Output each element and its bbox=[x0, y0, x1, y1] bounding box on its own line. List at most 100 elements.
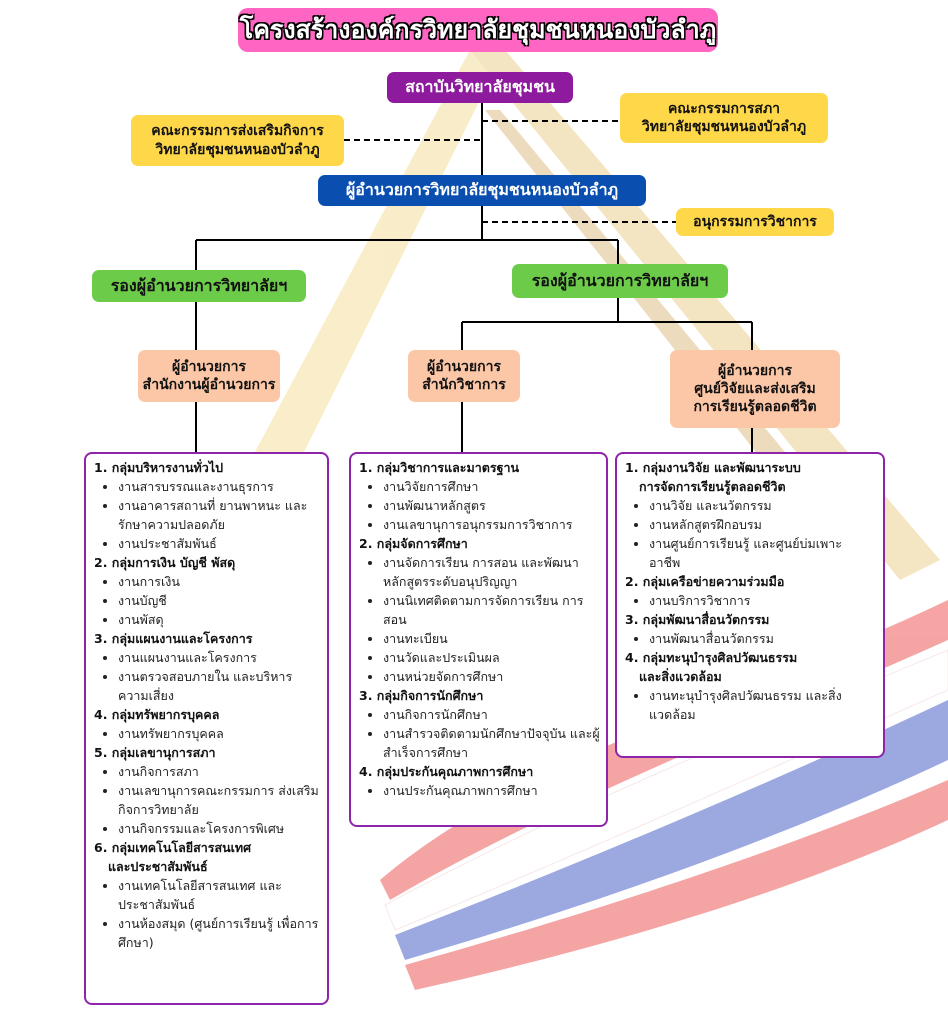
promotion-committee-line2: วิทยาลัยชุมชนหนองบัวลำภู bbox=[155, 141, 320, 158]
unit-item: งานนิเทศติดตามการจัดการเรียน การสอน bbox=[383, 591, 600, 629]
unit-item-list: งานกิจการสภางานเลขานุการคณะกรรมการ ส่งเส… bbox=[94, 762, 321, 838]
office-line2: สำนักวิชาการ bbox=[422, 377, 506, 393]
unit-group-title: 3. กลุ่มพัฒนาสื่อนวัตกรรม bbox=[625, 612, 770, 627]
academic-subcommittee-box: อนุกรรมการวิชาการ bbox=[676, 208, 834, 236]
unit-item-list: งานวิจัยการศึกษางานพัฒนาหลักสูตรงานเลขาน… bbox=[359, 477, 600, 534]
unit-item-list: งานประกันคุณภาพการศึกษา bbox=[359, 781, 600, 800]
unit-item: งานตรวจสอบภายใน และบริหารความเสี่ยง bbox=[118, 667, 321, 705]
unit-group-heading: 2. กลุ่มเครือข่ายความร่วมมือ bbox=[625, 572, 877, 591]
unit-group-title: 3. กลุ่มกิจการนักศึกษา bbox=[359, 688, 484, 703]
unit-item: งานกิจการนักศึกษา bbox=[383, 705, 600, 724]
unit-item-list: งานวิจัย และนวัตกรรมงานหลักสูตรฝึกอบรมงา… bbox=[625, 496, 877, 572]
academic-office-box: ผู้อำนวยการ สำนักวิชาการ bbox=[408, 350, 520, 402]
unit-item: งานบัญชี bbox=[118, 591, 321, 610]
council-committee-line2: วิทยาลัยชุมชนหนองบัวลำภู bbox=[641, 119, 807, 135]
unit-item: งานเลขานุการอนุกรรมการวิชาการ bbox=[383, 515, 600, 534]
unit-item-list: งานการเงินงานบัญชีงานพัสดุ bbox=[94, 572, 321, 629]
office-director-box: ผู้อำนวยการ สำนักงานผู้อำนวยการ bbox=[138, 350, 280, 402]
unit-item: งานกิจกรรมและโครงการพิเศษ bbox=[118, 819, 321, 838]
council-committee-box: คณะกรรมการสภา วิทยาลัยชุมชนหนองบัวลำภู bbox=[620, 93, 828, 143]
unit-group-title: 4. กลุ่มทรัพยากรบุคคล bbox=[94, 707, 220, 722]
unit-item: งานวัดและประเมินผล bbox=[383, 648, 600, 667]
unit-item: งานทะนุบำรุงศิลปวัฒนธรรม และสิ่งแวดล้อม bbox=[649, 686, 877, 724]
academic-units-list: 1. กลุ่มวิชาการและมาตรฐานงานวิจัยการศึกษ… bbox=[349, 452, 608, 827]
unit-item: งานเลขานุการคณะกรรมการ ส่งเสริมกิจการวิท… bbox=[118, 781, 321, 819]
office-line3: การเรียนรู้ตลอดชีวิต bbox=[693, 399, 817, 416]
unit-group-heading: 1. กลุ่มวิชาการและมาตรฐาน bbox=[359, 458, 600, 477]
unit-group-title-cont: การจัดการเรียนรู้ตลอดชีวิต bbox=[639, 479, 786, 494]
office-line1: ผู้อำนวยการ bbox=[172, 358, 246, 375]
unit-group-title-cont: และสิ่งแวดล้อม bbox=[639, 669, 722, 684]
unit-item: งานห้องสมุด (ศูนย์การเรียนรู้ เพื่อการศึ… bbox=[118, 914, 321, 952]
director-box: ผู้อำนวยการวิทยาลัยชุมชนหนองบัวลำภู bbox=[318, 175, 646, 206]
unit-group-heading: 5. กลุ่มเลขานุการสภา bbox=[94, 743, 321, 762]
unit-item: งานอาคารสถานที่ ยานพาหนะ และรักษาความปลอ… bbox=[118, 496, 321, 534]
unit-group-heading: 3. กลุ่มแผนงานและโครงการ bbox=[94, 629, 321, 648]
unit-item: งานทะเบียน bbox=[383, 629, 600, 648]
unit-item-list: งานบริการวิชาการ bbox=[625, 591, 877, 610]
unit-item: งานพัสดุ bbox=[118, 610, 321, 629]
unit-item: งานวิจัย และนวัตกรรม bbox=[649, 496, 877, 515]
unit-item: งานแผนงานและโครงการ bbox=[118, 648, 321, 667]
unit-item: งานเทคโนโลยีสารสนเทศ และประชาสัมพันธ์ bbox=[118, 876, 321, 914]
unit-item: งานหน่วยจัดการศึกษา bbox=[383, 667, 600, 686]
unit-item: งานศูนย์การเรียนรู้ และศูนย์บ่มเพาะ อาชี… bbox=[649, 534, 877, 572]
unit-item: งานหลักสูตรฝึกอบรม bbox=[649, 515, 877, 534]
unit-group-heading: 3. กลุ่มพัฒนาสื่อนวัตกรรม bbox=[625, 610, 877, 629]
unit-group-heading: 4. กลุ่มทรัพยากรบุคคล bbox=[94, 705, 321, 724]
unit-item: งานพัฒนาสื่อนวัตกรรม bbox=[649, 629, 877, 648]
unit-group-title: 4. กลุ่มทะนุบำรุงศิลปวัฒนธรรม bbox=[625, 650, 798, 665]
unit-item-list: งานกิจการนักศึกษางานสำรวจติดตามนักศึกษาป… bbox=[359, 705, 600, 762]
research-center-box: ผู้อำนวยการ ศูนย์วิจัยและส่งเสริม การเรี… bbox=[670, 350, 840, 428]
unit-item: งานทรัพยากรบุคคล bbox=[118, 724, 321, 743]
vice-director-right-box: รองผู้อำนวยการวิทยาลัยฯ bbox=[512, 264, 728, 298]
unit-item: งานสารบรรณและงานธุรการ bbox=[118, 477, 321, 496]
unit-group-title: 6. กลุ่มเทคโนโลยีสารสนเทศ bbox=[94, 840, 252, 855]
unit-item: งานจัดการเรียน การสอน และพัฒนาหลักสูตรระ… bbox=[383, 553, 600, 591]
unit-group-title: 5. กลุ่มเลขานุการสภา bbox=[94, 745, 216, 760]
unit-item: งานสำรวจติดตามนักศึกษาปัจจุบัน และผู้สำเ… bbox=[383, 724, 600, 762]
unit-item-list: งานทรัพยากรบุคคล bbox=[94, 724, 321, 743]
office-units-list: 1. กลุ่มบริหารงานทั่วไปงานสารบรรณและงานธ… bbox=[84, 452, 329, 1005]
unit-group-heading: 4. กลุ่มประกันคุณภาพการศึกษา bbox=[359, 762, 600, 781]
vice-director-left-box: รองผู้อำนวยการวิทยาลัยฯ bbox=[92, 270, 306, 302]
unit-group-title: 1. กลุ่มวิชาการและมาตรฐาน bbox=[359, 460, 520, 475]
unit-item-list: งานสารบรรณและงานธุรการงานอาคารสถานที่ ยา… bbox=[94, 477, 321, 553]
office-line1: ผู้อำนวยการ bbox=[718, 362, 792, 379]
unit-group-title: 2. กลุ่มจัดการศึกษา bbox=[359, 536, 468, 551]
unit-item-list: งานแผนงานและโครงการงานตรวจสอบภายใน และบร… bbox=[94, 648, 321, 705]
unit-group-title: 4. กลุ่มประกันคุณภาพการศึกษา bbox=[359, 764, 534, 779]
unit-group-heading: 3. กลุ่มกิจการนักศึกษา bbox=[359, 686, 600, 705]
council-committee-line1: คณะกรรมการสภา bbox=[667, 100, 781, 117]
unit-group-title-cont: และประชาสัมพันธ์ bbox=[108, 859, 208, 874]
unit-group-heading: 2. กลุ่มการเงิน บัญชี พัสดุ bbox=[94, 553, 321, 572]
unit-item: งานประชาสัมพันธ์ bbox=[118, 534, 321, 553]
institute-box: สถาบันวิทยาลัยชุมชน bbox=[387, 72, 573, 103]
unit-group-heading: 1. กลุ่มบริหารงานทั่วไป bbox=[94, 458, 321, 477]
unit-item: งานบริการวิชาการ bbox=[649, 591, 877, 610]
unit-item-list: งานเทคโนโลยีสารสนเทศ และประชาสัมพันธ์งาน… bbox=[94, 876, 321, 952]
unit-item: งานพัฒนาหลักสูตร bbox=[383, 496, 600, 515]
unit-group-title: 1. กลุ่มงานวิจัย และพัฒนาระบบ bbox=[625, 460, 801, 475]
unit-group-title: 2. กลุ่มการเงิน บัญชี พัสดุ bbox=[94, 555, 236, 570]
promotion-committee-box: คณะกรรมการส่งเสริมกิจการ วิทยาลัยชุมชนหน… bbox=[131, 115, 344, 166]
unit-item-list: งานพัฒนาสื่อนวัตกรรม bbox=[625, 629, 877, 648]
unit-item: งานประกันคุณภาพการศึกษา bbox=[383, 781, 600, 800]
unit-item: งานการเงิน bbox=[118, 572, 321, 591]
office-line2: สำนักงานผู้อำนวยการ bbox=[142, 377, 276, 393]
unit-item-list: งานจัดการเรียน การสอน และพัฒนาหลักสูตรระ… bbox=[359, 553, 600, 686]
office-line2: ศูนย์วิจัยและส่งเสริม bbox=[694, 380, 816, 397]
unit-group-heading: 4. กลุ่มทะนุบำรุงศิลปวัฒนธรรมและสิ่งแวดล… bbox=[625, 648, 877, 686]
unit-group-heading: 1. กลุ่มงานวิจัย และพัฒนาระบบการจัดการเร… bbox=[625, 458, 877, 496]
office-line1: ผู้อำนวยการ bbox=[427, 358, 501, 375]
unit-group-title: 3. กลุ่มแผนงานและโครงการ bbox=[94, 631, 253, 646]
unit-group-title: 1. กลุ่มบริหารงานทั่วไป bbox=[94, 460, 224, 475]
unit-item-list: งานทะนุบำรุงศิลปวัฒนธรรม และสิ่งแวดล้อม bbox=[625, 686, 877, 724]
page-title: โครงสร้างองค์กรวิทยาลัยชุมชนหนองบัวลำภู bbox=[238, 8, 718, 52]
unit-group-heading: 6. กลุ่มเทคโนโลยีสารสนเทศและประชาสัมพันธ… bbox=[94, 838, 321, 876]
research-units-list: 1. กลุ่มงานวิจัย และพัฒนาระบบการจัดการเร… bbox=[615, 452, 885, 758]
unit-item: งานกิจการสภา bbox=[118, 762, 321, 781]
unit-group-title: 2. กลุ่มเครือข่ายความร่วมมือ bbox=[625, 574, 785, 589]
unit-group-heading: 2. กลุ่มจัดการศึกษา bbox=[359, 534, 600, 553]
